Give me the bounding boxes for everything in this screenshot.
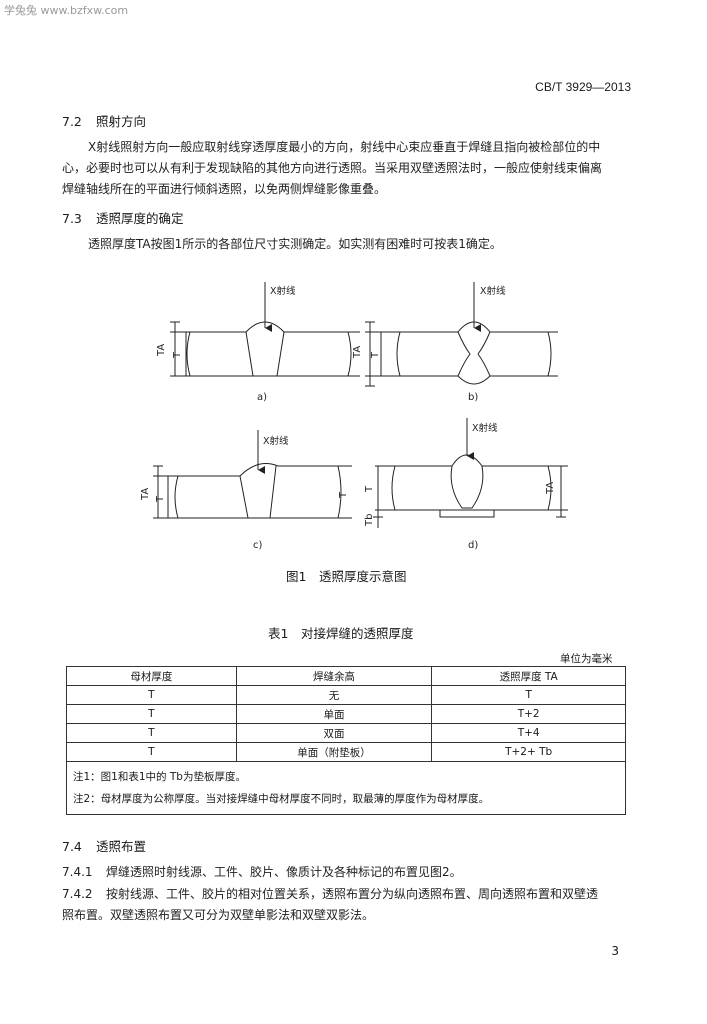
item-number: 7.4.2 [62, 887, 93, 901]
table-row: T 无 T [66, 685, 626, 705]
table-1: 母材厚度 焊缝余高 透照厚度 TA T 无 T T 单面 T+2 T 双面 T+… [66, 666, 626, 815]
sub-label-b: b) [468, 392, 478, 403]
section-7-3-para: 透照厚度TA按图1所示的各部位尺寸实测确定。如实测有困难时可按表1确定。 [88, 237, 502, 251]
dim-label-T-d: T [364, 485, 375, 493]
dim-label-T-c: T [155, 495, 166, 503]
table-header-row: 母材厚度 焊缝余高 透照厚度 TA [66, 666, 626, 686]
weld-profile-d [450, 454, 484, 509]
dim-label-TA-a: TA [156, 344, 167, 357]
section-7-2-para-line-3: 焊缝轴线所在的平面进行倾斜透照，以免两侧焊缝影像重叠。 [62, 182, 387, 196]
diagram-b [365, 282, 558, 387]
section-7-3-heading: 7.3 透照厚度的确定 [62, 208, 184, 227]
table-cell: T [66, 742, 237, 762]
dim-label-TA-b: TA [352, 346, 363, 359]
table-row: T 单面（附垫板） T+2+ Tb [66, 742, 626, 762]
table-header-cell: 母材厚度 [66, 666, 237, 686]
section-title: 透照厚度的确定 [96, 211, 184, 226]
item-text: 焊缝透照时射线源、工件、胶片、像质计及各种标记的布置见图2。 [106, 865, 462, 879]
table-row: T 双面 T+4 [66, 723, 626, 743]
watermark: 学兔兔 www.bzfxw.com [4, 4, 129, 17]
section-7-4-2: 7.4.2 按射线源、工件、胶片的相对位置关系，透照布置分为纵向透照布置、周向透照… [62, 884, 598, 905]
table-note-1: 注1：图1和表1中的 Tb为垫板厚度。 [73, 771, 246, 783]
section-7-4-heading: 7.4 透照布置 [62, 836, 146, 855]
item-number: 7.4.1 [62, 865, 93, 879]
figure-1-caption: 图1 透照厚度示意图 [286, 569, 407, 584]
section-title: 照射方向 [96, 114, 147, 129]
weld-groove-a [245, 331, 285, 377]
table-cell: T [431, 685, 626, 705]
diagram-d [373, 418, 568, 528]
xray-label-d: X射线 [472, 422, 498, 434]
document-number: CB/T 3929—2013 [535, 80, 631, 94]
table-header-cell: 透照厚度 TA [431, 666, 626, 686]
section-number: 7.2 [62, 114, 82, 129]
dim-label-Tb-d: Tb [364, 514, 375, 527]
table-note-2: 注2：母材厚度为公称厚度。当对接焊缝中母材厚度不同时，取最薄的厚度作为母材厚度。 [73, 793, 490, 805]
table-cell: T+2 [431, 704, 626, 724]
diagram-a [170, 282, 360, 377]
table-cell: T+2+ Tb [431, 742, 626, 762]
diagram-c [153, 430, 352, 519]
table-1-unit: 单位为毫米 [560, 653, 613, 665]
table-cell: 单面 [235, 704, 433, 724]
plate-edges-c [153, 465, 352, 519]
dim-label-TA-c: TA [140, 488, 151, 501]
weld-profile-b [457, 321, 491, 385]
weld-reinforcement-a [245, 321, 285, 333]
table-row: T 单面 T+2 [66, 704, 626, 724]
sub-label-a: a) [257, 392, 267, 403]
table-1-title: 表1 对接焊缝的透照厚度 [268, 626, 414, 641]
table-cell: 无 [235, 685, 433, 705]
dim-label-TA-d: TA [545, 482, 556, 495]
item-text: 按射线源、工件、胶片的相对位置关系，透照布置分为纵向透照布置、周向透照布置和双壁… [106, 887, 599, 901]
table-cell: T+4 [431, 723, 626, 743]
plate-edges-a [170, 331, 360, 377]
section-number: 7.3 [62, 211, 82, 226]
section-7-2-para-line-2: 心，必要时也可以从有利于发现缺陷的其他方向进行透照。当采用双壁透照法时，一般应使… [62, 161, 603, 175]
table-cell: 单面（附垫板） [235, 742, 433, 762]
backing-plate-d [439, 509, 495, 518]
sub-label-d: d) [468, 540, 478, 551]
section-number: 7.4 [62, 839, 82, 854]
table-cell: 双面 [235, 723, 433, 743]
dim-label-T-b: T [370, 351, 381, 359]
section-7-2-para-line-1: X射线照射方向一般应取射线穿透厚度最小的方向，射线中心束应垂直于焊缝且指向被检部… [88, 140, 601, 154]
dim-ticks-b [365, 321, 386, 387]
dim-ticks-c [153, 465, 173, 519]
section-7-4-2-cont: 照布置。双壁透照布置又可分为双壁单影法和双壁双影法。 [62, 908, 375, 922]
break-lines-a [186, 331, 352, 377]
xray-label-a: X射线 [270, 285, 296, 297]
table-cell: T [66, 704, 237, 724]
figure-1-diagram: X射线 X射线 X射线 X射线 TA T TA T TA T T T Tb TA… [140, 282, 568, 551]
table-notes-row: 注1：图1和表1中的 Tb为垫板厚度。 注2：母材厚度为公称厚度。当对接焊缝中母… [66, 761, 626, 815]
xray-label-c: X射线 [263, 435, 289, 447]
page-number: 3 [611, 944, 619, 958]
dim-ticks-a [170, 321, 191, 377]
break-lines-c [174, 465, 342, 519]
break-lines-b [396, 331, 552, 377]
sub-label-c: c) [253, 540, 262, 551]
weld-groove-c [239, 465, 277, 519]
dim-label-T-a: T [172, 351, 183, 359]
section-title: 透照布置 [96, 839, 147, 854]
table-header-cell: 焊缝余高 [235, 666, 433, 686]
plate-edges-d [375, 465, 568, 511]
break-lines-d [391, 465, 552, 511]
section-7-4-1: 7.4.1 焊缝透照时射线源、工件、胶片、像质计及各种标记的布置见图2。 [62, 862, 462, 883]
section-7-2-heading: 7.2 照射方向 [62, 111, 146, 130]
table-notes: 注1：图1和表1中的 Tb为垫板厚度。 注2：母材厚度为公称厚度。当对接焊缝中母… [66, 761, 626, 815]
table-cell: T [66, 723, 237, 743]
table-cell: T [66, 685, 237, 705]
plate-edges-b [365, 331, 558, 377]
dim-label-T-right-c: T [338, 491, 349, 499]
weld-reinforcement-c [239, 463, 279, 477]
xray-label-b: X射线 [480, 285, 506, 297]
